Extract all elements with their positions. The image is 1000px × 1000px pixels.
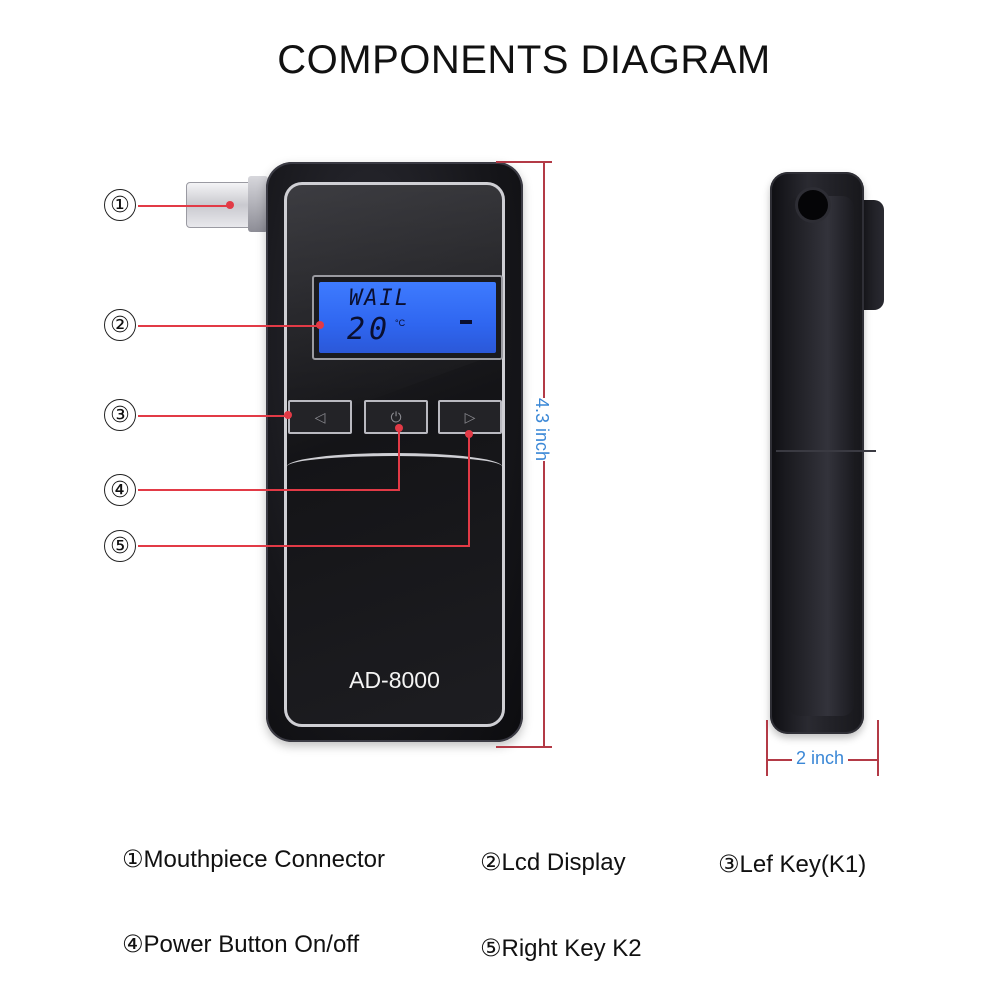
lcd-temperature: 20: [347, 312, 392, 347]
left-key-button[interactable]: ◁: [288, 400, 352, 434]
leader-dot-3: [284, 411, 292, 419]
height-dim-label: 4.3 inch: [531, 398, 552, 462]
breathalyzer-side: [770, 172, 864, 734]
lcd-unit: °C: [395, 318, 406, 328]
mouthpiece-collar: [248, 176, 268, 232]
leader-dot-1: [226, 201, 234, 209]
callout-1: ①: [104, 189, 136, 221]
side-port-icon: [798, 190, 828, 220]
leader-line-4-horizontal: [138, 489, 400, 491]
width-dim-left-tick: [766, 720, 768, 776]
front-panel: AD-8000: [284, 182, 505, 727]
leader-line-5-vertical: [468, 434, 470, 546]
width-dim-label: 2 inch: [792, 748, 849, 769]
legend-item-mouthpiece: ①Mouthpiece Connector: [122, 846, 385, 873]
side-seam: [776, 450, 876, 452]
legend-item-left-key: ③Lef Key(K1): [718, 851, 867, 878]
callout-5: ⑤: [104, 530, 136, 562]
legend-item-right-key: ⑤Right Key K2: [480, 935, 642, 962]
leader-line-5-horizontal: [138, 545, 470, 547]
lcd-status-text: WAIL: [349, 286, 410, 311]
right-key-button[interactable]: ▷: [438, 400, 502, 434]
height-dim-top-tick: [496, 161, 552, 163]
breathalyzer-front: AD-8000 WAIL 20 °C ◁ ⏻ ▷: [266, 162, 523, 742]
leader-dot-2: [316, 321, 324, 329]
leader-line-4-vertical: [398, 428, 400, 490]
callout-3: ③: [104, 399, 136, 431]
side-rim: [788, 196, 854, 716]
model-label: AD-8000: [349, 667, 440, 693]
callout-2: ②: [104, 309, 136, 341]
legend-item-power: ④Power Button On/off: [122, 931, 360, 958]
legend-item-lcd: ②Lcd Display: [480, 849, 626, 876]
panel-curve-divider: [287, 453, 502, 480]
battery-indicator-icon: [460, 320, 472, 324]
width-dim-right-tick: [877, 720, 879, 776]
callout-4: ④: [104, 474, 136, 506]
leader-dot-5: [465, 430, 473, 438]
leader-line-3: [138, 415, 290, 417]
diagram-title: COMPONENTS DIAGRAM: [277, 38, 771, 82]
height-dim-bottom-tick: [496, 746, 552, 748]
lcd-frame: WAIL 20 °C: [312, 275, 503, 360]
lcd-display: WAIL 20 °C: [319, 282, 496, 353]
leader-line-1: [138, 205, 230, 207]
leader-line-2: [138, 325, 320, 327]
leader-dot-4: [395, 424, 403, 432]
